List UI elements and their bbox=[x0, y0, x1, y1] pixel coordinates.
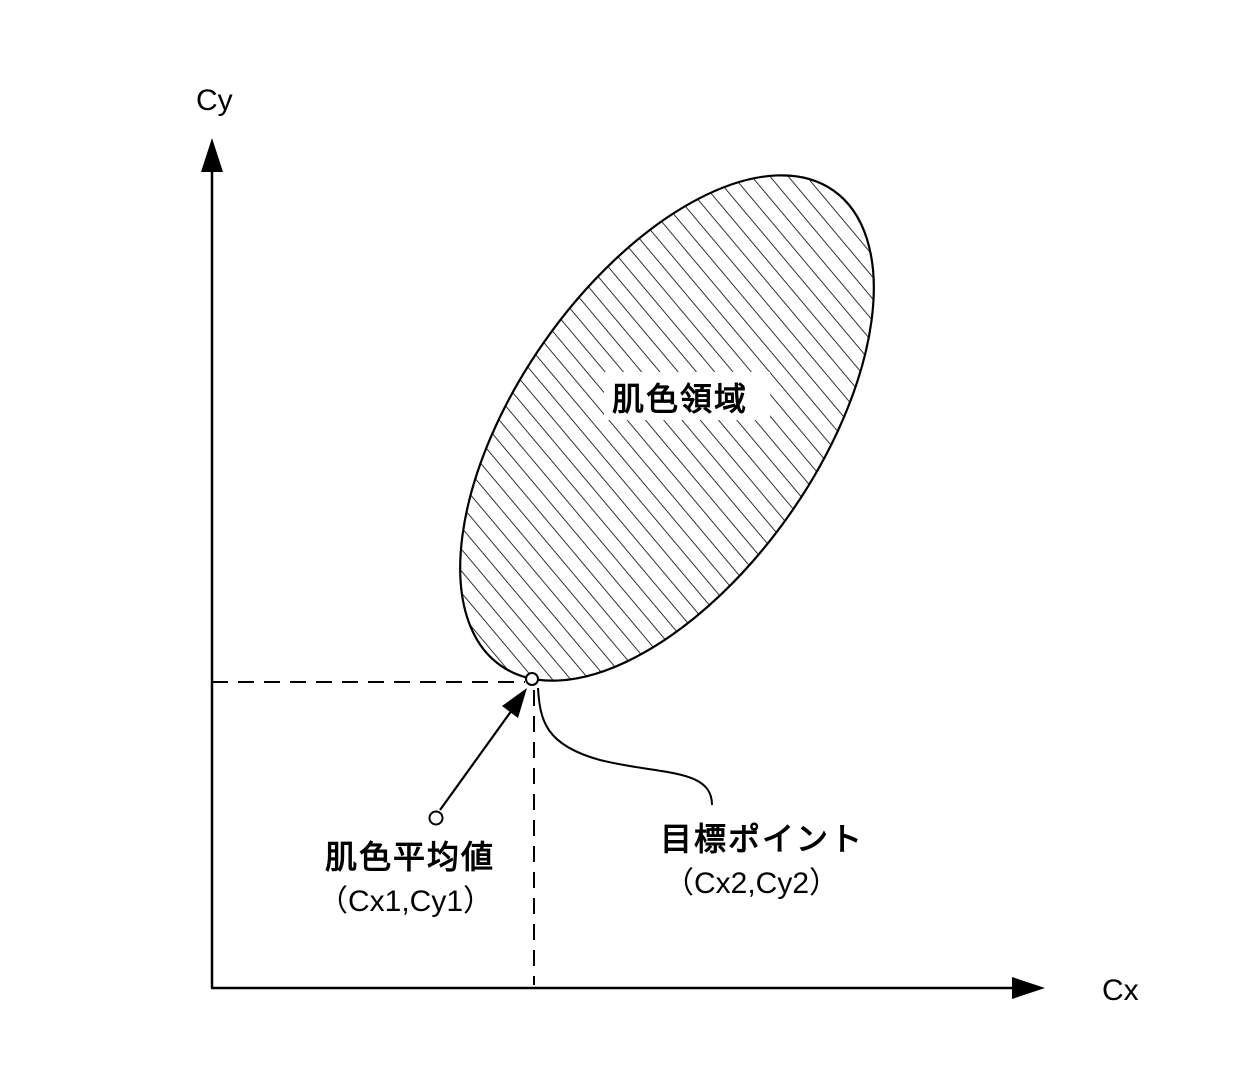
arrow-head-icon bbox=[502, 688, 527, 718]
average-point-marker bbox=[428, 810, 444, 826]
x-axis bbox=[211, 977, 1045, 999]
target-point-label: 目標ポイント bbox=[660, 820, 865, 858]
average-point-label: 肌色平均値 bbox=[325, 838, 496, 876]
average-point-coords: （Cx1,Cy1） bbox=[318, 885, 494, 918]
x-axis-arrow-icon bbox=[1012, 977, 1045, 999]
skin-color-region bbox=[400, 104, 957, 752]
y-axis-label: Cy bbox=[196, 84, 233, 117]
y-axis bbox=[201, 138, 223, 988]
target-leader-line bbox=[537, 687, 713, 806]
region-label: 肌色領域 bbox=[612, 380, 749, 418]
average-to-target-arrow bbox=[428, 688, 527, 826]
target-point-coords: （Cx2,Cy2） bbox=[664, 867, 840, 900]
target-point-marker bbox=[525, 672, 539, 686]
guide-lines bbox=[212, 681, 535, 985]
y-axis-arrow-icon bbox=[201, 138, 223, 172]
x-axis-label: Cx bbox=[1102, 974, 1139, 1007]
